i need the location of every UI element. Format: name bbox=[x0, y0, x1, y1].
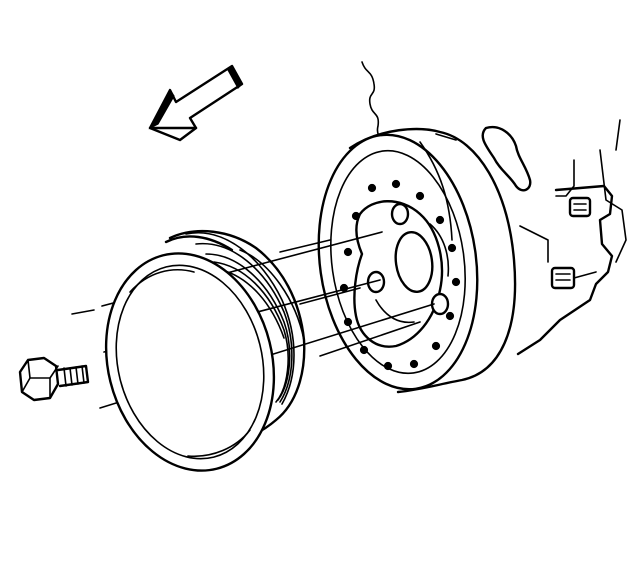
engine-bracket-icon bbox=[481, 119, 627, 356]
crankshaft-balancer-icon bbox=[317, 127, 517, 394]
wire-harness-icon bbox=[361, 61, 385, 141]
crankshaft-pulley-icon bbox=[104, 229, 306, 472]
pulley-bolt-icon bbox=[18, 356, 90, 402]
direction-arrow-icon bbox=[148, 64, 244, 142]
balancer-bolt-holes bbox=[339, 179, 461, 371]
